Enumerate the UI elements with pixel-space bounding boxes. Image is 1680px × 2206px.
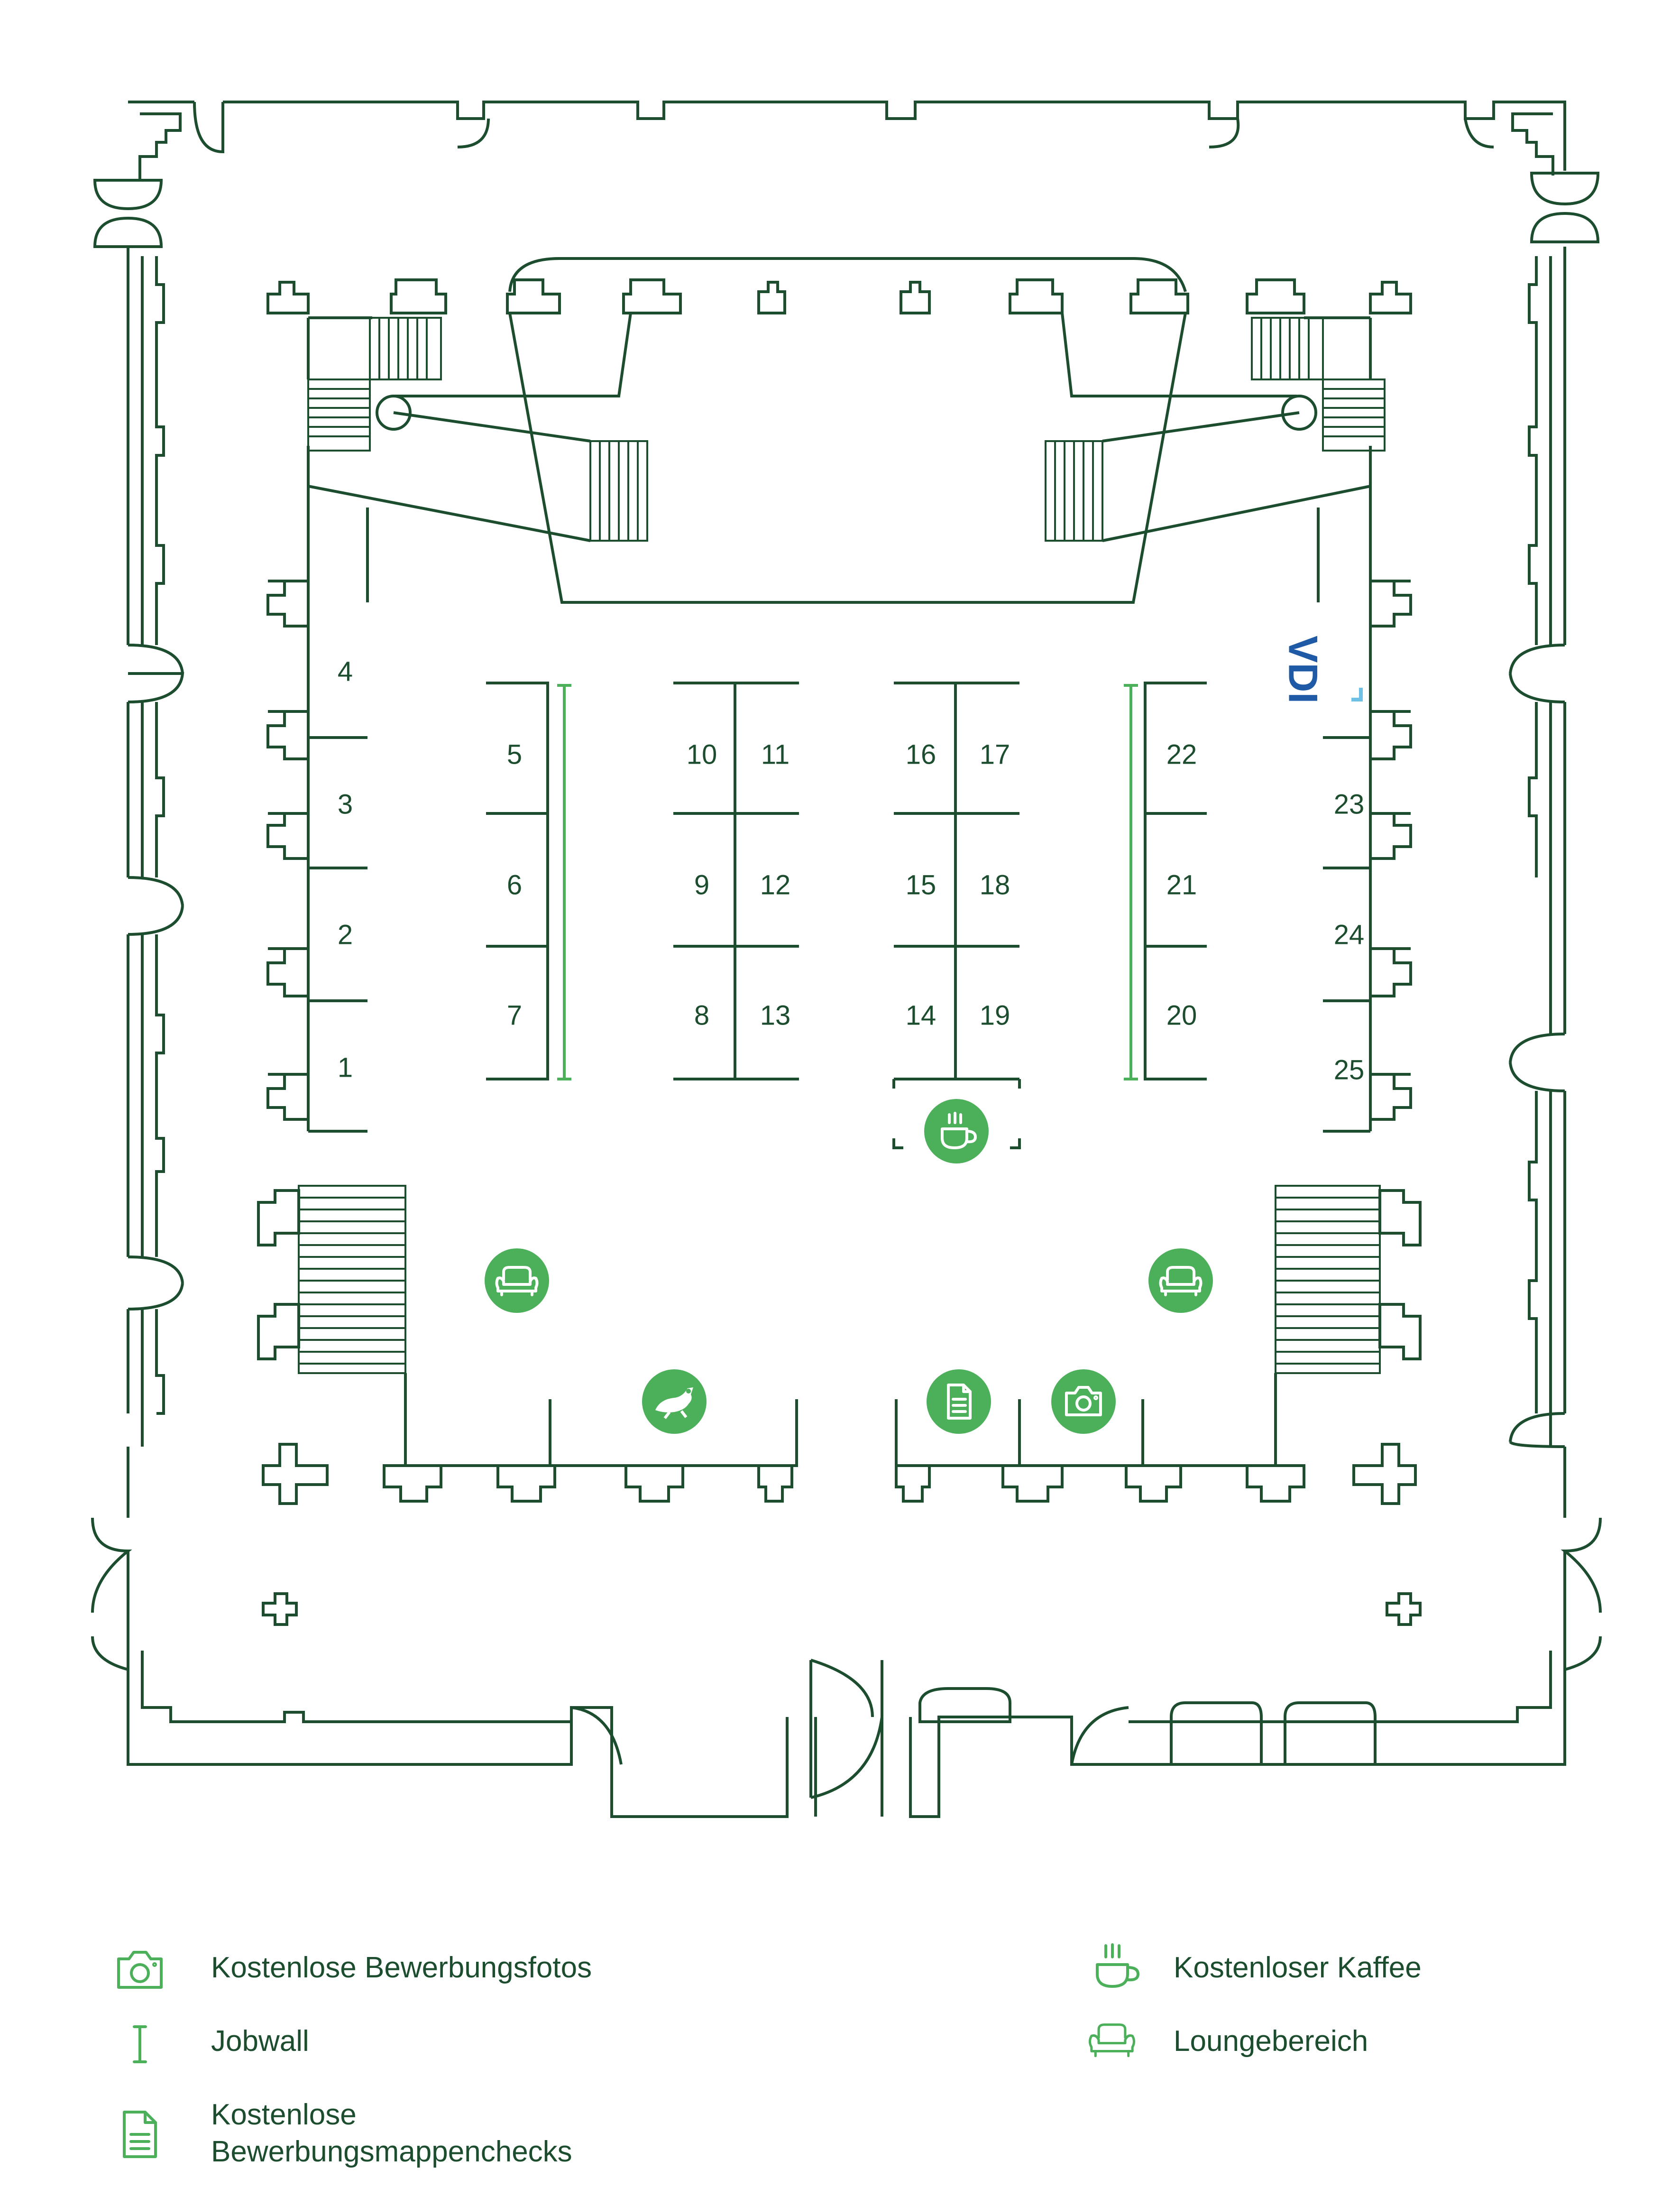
columns xyxy=(257,278,1422,1626)
legend-label-lounge: Loungebereich xyxy=(1174,2025,1368,2058)
booth-number-18[interactable]: 18 xyxy=(980,869,1010,900)
armchair-icon xyxy=(495,1266,539,1296)
coffee-cup-icon xyxy=(941,1112,977,1149)
booth-number-6[interactable]: 6 xyxy=(507,869,522,900)
poi-lounge-left[interactable] xyxy=(485,1248,549,1313)
vdi-logo: VDI xyxy=(1280,636,1363,703)
legend-label-coffee: Kostenloser Kaffee xyxy=(1174,1951,1422,1984)
legend-label-photos: Kostenlose Bewerbungsfotos xyxy=(211,1951,592,1984)
poi-circle xyxy=(924,1099,989,1163)
booth-number-19[interactable]: 19 xyxy=(980,1000,1010,1031)
poi-lounge-right[interactable] xyxy=(1148,1248,1213,1313)
jobwall-icon xyxy=(133,2025,147,2063)
booth-number-7[interactable]: 7 xyxy=(507,1000,522,1031)
svg-text:VDI: VDI xyxy=(1280,636,1325,703)
booth-number-12[interactable]: 12 xyxy=(760,869,791,900)
booth-number-10[interactable]: 10 xyxy=(687,739,717,770)
booth-number-9[interactable]: 9 xyxy=(694,869,709,900)
legend-label-checks: Kostenlose Bewerbungsmappenchecks xyxy=(211,2098,572,2168)
coffee-cup-icon xyxy=(1096,1943,1139,1988)
frog-icon xyxy=(655,1387,693,1419)
poi-camera[interactable] xyxy=(1051,1369,1116,1434)
booth-number-15[interactable]: 15 xyxy=(906,869,936,900)
booth-number-8[interactable]: 8 xyxy=(694,1000,709,1031)
poi-coffee[interactable] xyxy=(924,1099,989,1163)
booth-number-22[interactable]: 22 xyxy=(1166,739,1197,770)
document-icon xyxy=(947,1384,972,1420)
stage-and-stairs xyxy=(298,257,1386,1467)
legend-label-jobwall: Jobwall xyxy=(211,2025,309,2058)
booth-number-13[interactable]: 13 xyxy=(760,1000,791,1031)
document-icon xyxy=(123,2111,157,2158)
booth-number-2[interactable]: 2 xyxy=(338,919,353,950)
booth-number-1[interactable]: 1 xyxy=(338,1052,353,1083)
booth-number-17[interactable]: 17 xyxy=(980,739,1010,770)
armchair-icon xyxy=(1088,2023,1136,2058)
outer-wall xyxy=(91,101,1602,1818)
armchair-icon xyxy=(1159,1266,1203,1296)
booth-number-11[interactable]: 11 xyxy=(761,739,790,770)
poi-document[interactable] xyxy=(927,1369,991,1434)
camera-icon xyxy=(117,1951,163,1989)
booth-number-3[interactable]: 3 xyxy=(338,789,353,820)
booth-number-16[interactable]: 16 xyxy=(906,739,936,770)
camera-icon xyxy=(1065,1386,1102,1416)
booth-number-25[interactable]: 25 xyxy=(1334,1054,1365,1085)
booth-number-14[interactable]: 14 xyxy=(906,1000,936,1031)
booth-number-4[interactable]: 4 xyxy=(338,656,353,687)
booth-number-24[interactable]: 24 xyxy=(1334,919,1365,950)
booth-number-23[interactable]: 23 xyxy=(1334,789,1365,820)
booth-number-20[interactable]: 20 xyxy=(1166,1000,1197,1031)
booth-number-21[interactable]: 21 xyxy=(1166,869,1197,900)
poi-frog[interactable] xyxy=(642,1369,707,1434)
booth-number-5[interactable]: 5 xyxy=(507,739,522,770)
booth-partitions xyxy=(307,602,1372,1149)
